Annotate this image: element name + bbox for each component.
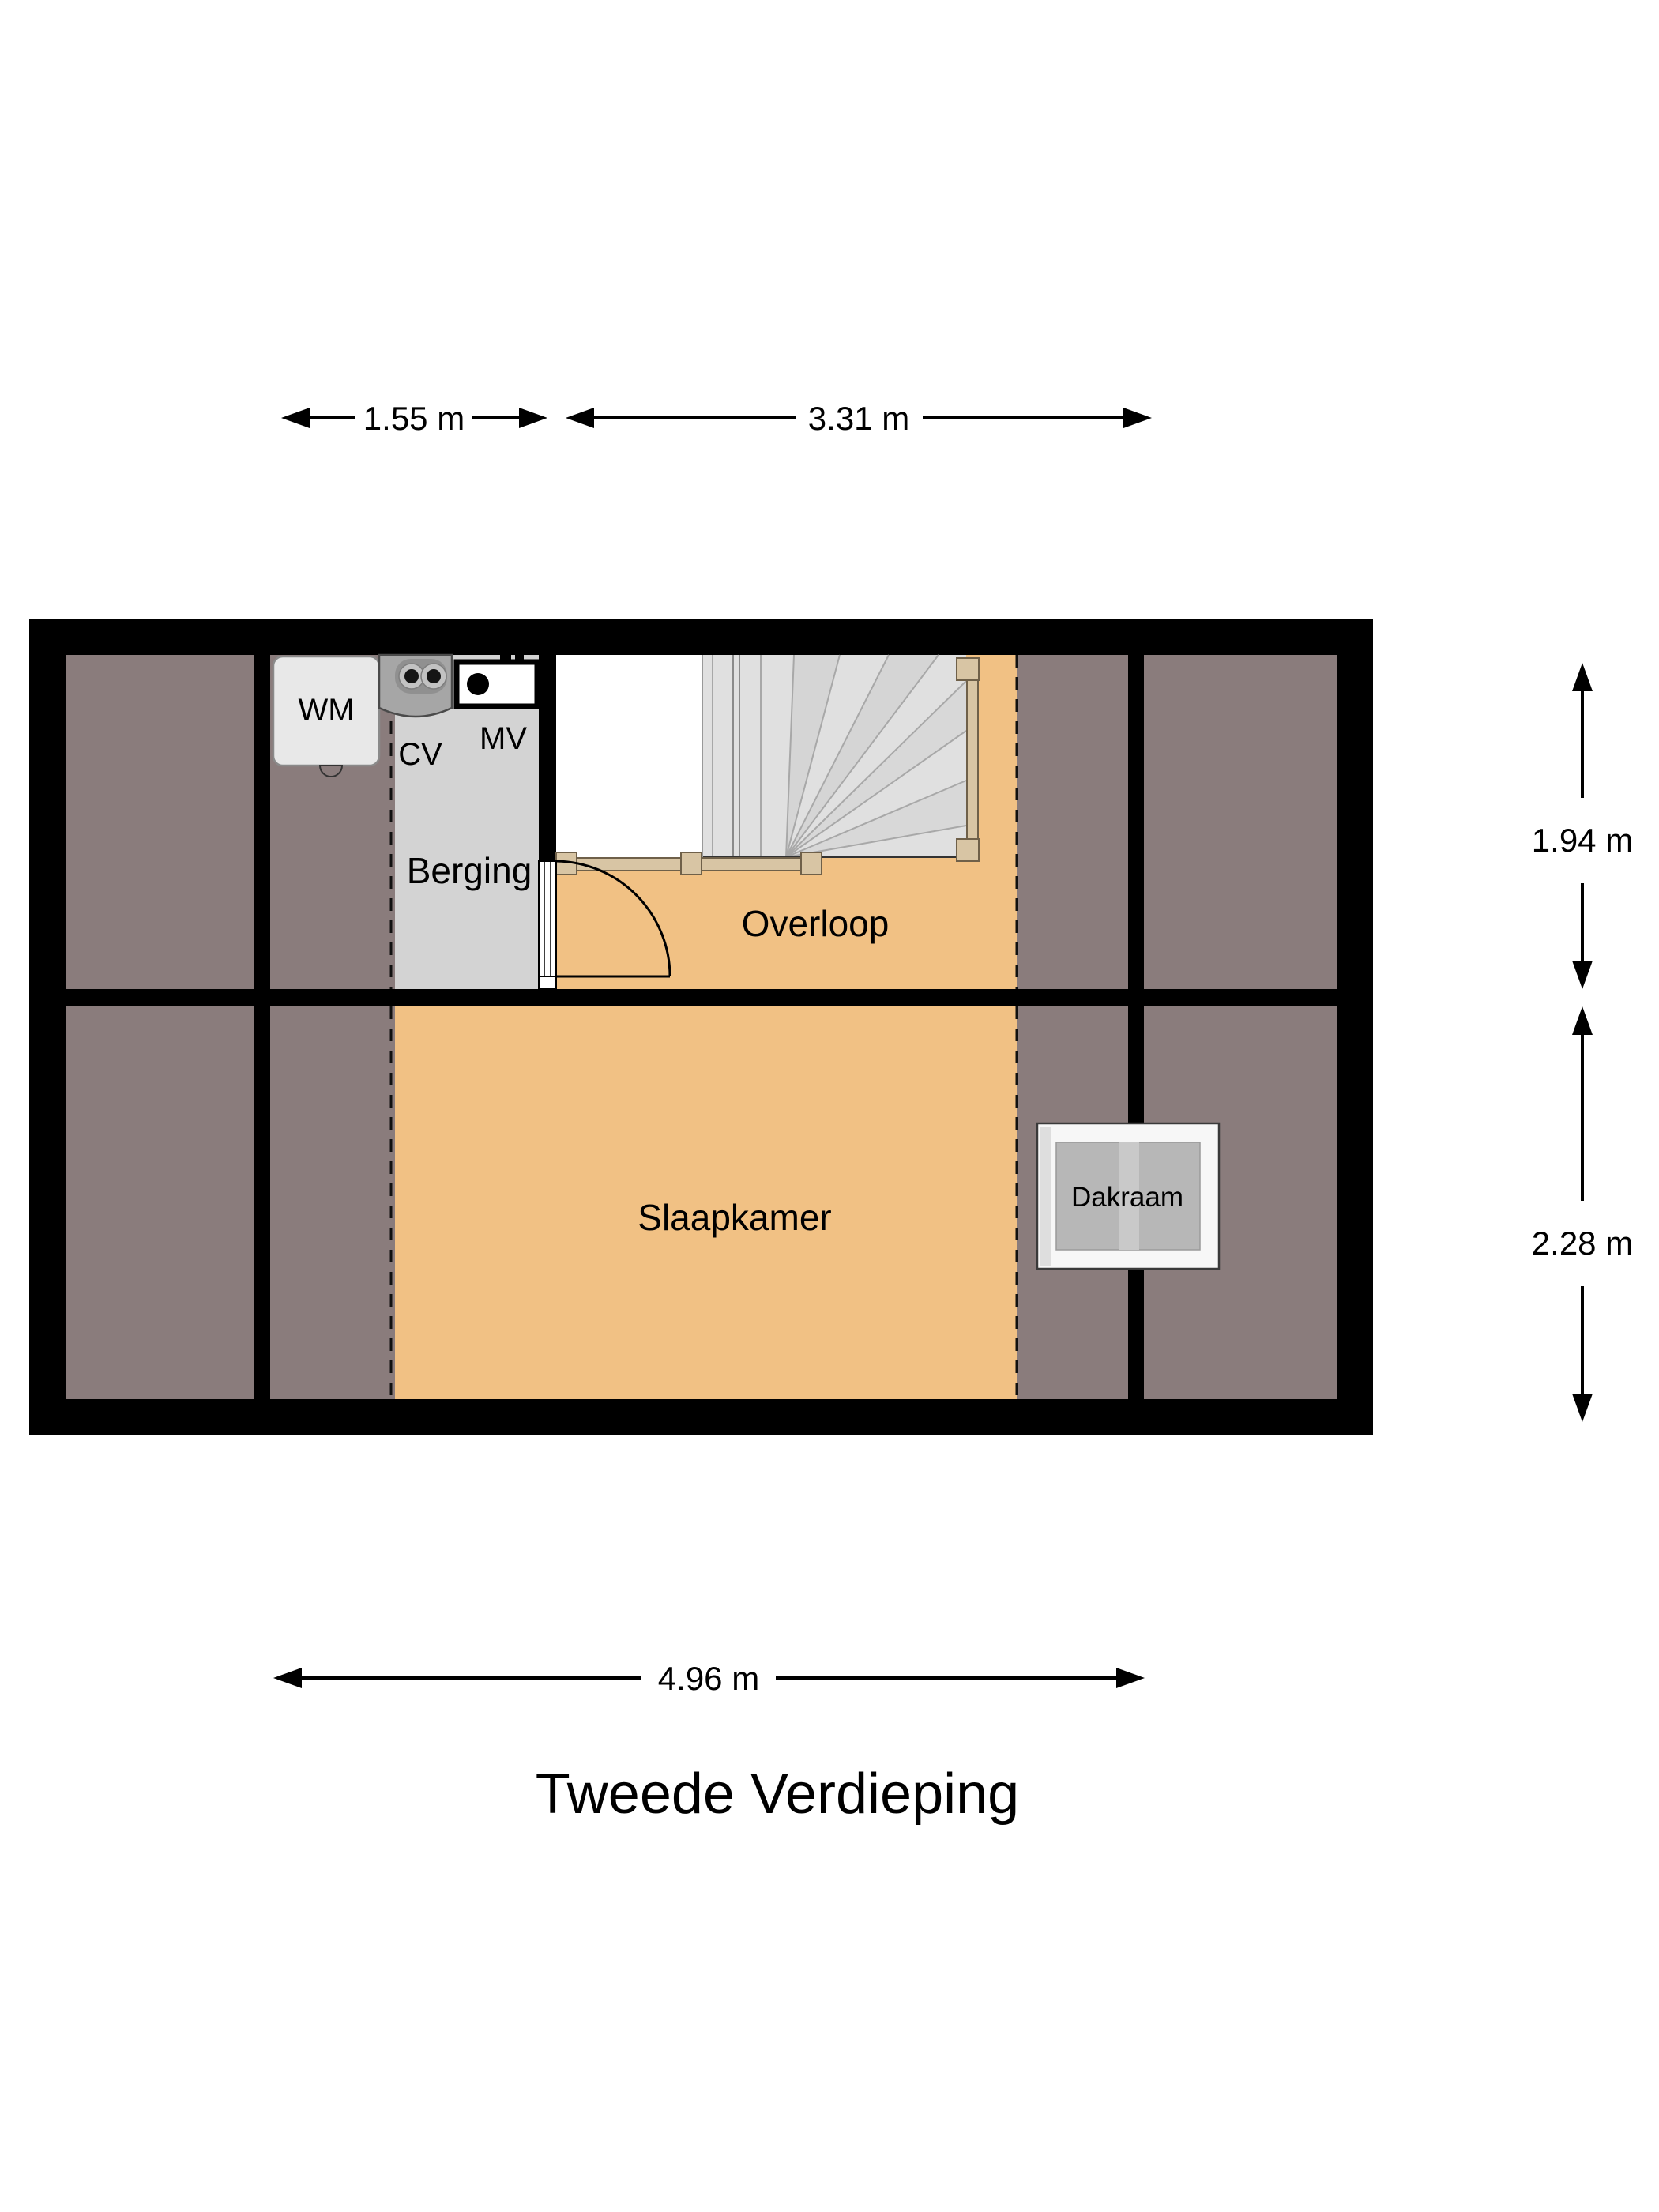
dakraam-frame-shade — [1040, 1127, 1051, 1266]
railing-post — [956, 657, 980, 681]
railing-post — [800, 852, 822, 875]
mv-unit: MV — [453, 659, 540, 756]
cv-knob — [427, 669, 441, 683]
arrowhead-down-icon — [1572, 1394, 1593, 1422]
arrowhead-left-icon — [281, 408, 310, 428]
arrowhead-right-icon — [519, 408, 547, 428]
door-jamb-foot — [538, 976, 557, 990]
interior-wall-right — [1128, 655, 1144, 1399]
dimension-top-left: 1.55 m — [281, 400, 547, 437]
door-jamb — [538, 860, 557, 977]
winder-line — [785, 654, 841, 858]
sloped-ceiling-zone-bottom-left — [270, 1006, 395, 1399]
floor-title: Tweede Verdieping — [536, 1762, 1019, 1826]
mv-unit-dot — [467, 673, 489, 695]
dakraam-pane-stripe — [1119, 1142, 1139, 1250]
dimension-right-upper: 1.94 m — [1532, 663, 1633, 989]
railing-post — [680, 852, 702, 875]
dimension-label: 1.55 m — [363, 400, 465, 437]
washing-machine: WM — [272, 655, 381, 777]
wall-stub — [500, 655, 511, 662]
sloped-ceiling-zone-top-right — [1017, 655, 1128, 989]
stairs — [703, 654, 967, 858]
arrowhead-up-icon — [1572, 663, 1593, 691]
winder-line — [785, 654, 939, 858]
dimension-bottom: 4.96 m — [273, 1660, 1145, 1697]
arrowhead-down-icon — [1572, 961, 1593, 989]
railing-right — [966, 669, 979, 854]
railing-post — [956, 838, 980, 862]
cv-boiler: CV — [378, 653, 453, 772]
stair-railing — [555, 657, 980, 875]
berging-label: Berging — [407, 850, 532, 891]
floor-plan: WM CV MV Dakraam Berging Overlo — [29, 619, 1373, 1435]
slaapkamer-floor — [395, 1006, 1017, 1399]
door-swing-arc — [555, 860, 672, 977]
arrowhead-left-icon — [566, 408, 594, 428]
dimension-label: 2.28 m — [1532, 1224, 1633, 1262]
door — [538, 860, 672, 990]
dimension-label: 3.31 m — [808, 400, 909, 437]
wall-stub — [515, 655, 524, 662]
dakraam-window: Dakraam — [1036, 1122, 1221, 1270]
winder-line — [785, 654, 795, 858]
cv-label: CV — [398, 737, 442, 772]
slaapkamer-label: Slaapkamer — [638, 1197, 831, 1238]
interior-wall-left — [254, 655, 270, 1399]
dimension-right-lower: 2.28 m — [1532, 1006, 1633, 1422]
dakraam-label: Dakraam — [1071, 1182, 1183, 1213]
washing-machine-notch — [318, 765, 344, 777]
mv-label: MV — [480, 721, 527, 756]
interior-wall-berging — [539, 655, 556, 861]
washing-machine-label: WM — [298, 693, 354, 728]
arrowhead-right-icon — [1116, 1668, 1145, 1688]
arrowhead-left-icon — [273, 1668, 302, 1688]
winder-line — [785, 654, 890, 858]
winder-line — [785, 780, 967, 858]
arrowhead-up-icon — [1572, 1006, 1593, 1035]
winder-line — [785, 730, 967, 858]
winder-line — [785, 680, 967, 858]
arrowhead-right-icon — [1123, 408, 1152, 428]
sloped-ceiling-zone-bottom-far-left — [66, 1006, 254, 1399]
dimension-top-right: 3.31 m — [566, 400, 1152, 437]
dimension-label: 4.96 m — [658, 1660, 759, 1697]
sloped-ceiling-zone-top-far-left — [66, 655, 254, 989]
overloop-label: Overloop — [742, 903, 890, 944]
interior-wall-middle — [66, 989, 1337, 1006]
stairwell-void — [556, 655, 703, 857]
dimension-label: 1.94 m — [1532, 822, 1633, 859]
cv-knob — [404, 669, 419, 683]
sloped-ceiling-zone-top-far-right — [1144, 655, 1337, 989]
